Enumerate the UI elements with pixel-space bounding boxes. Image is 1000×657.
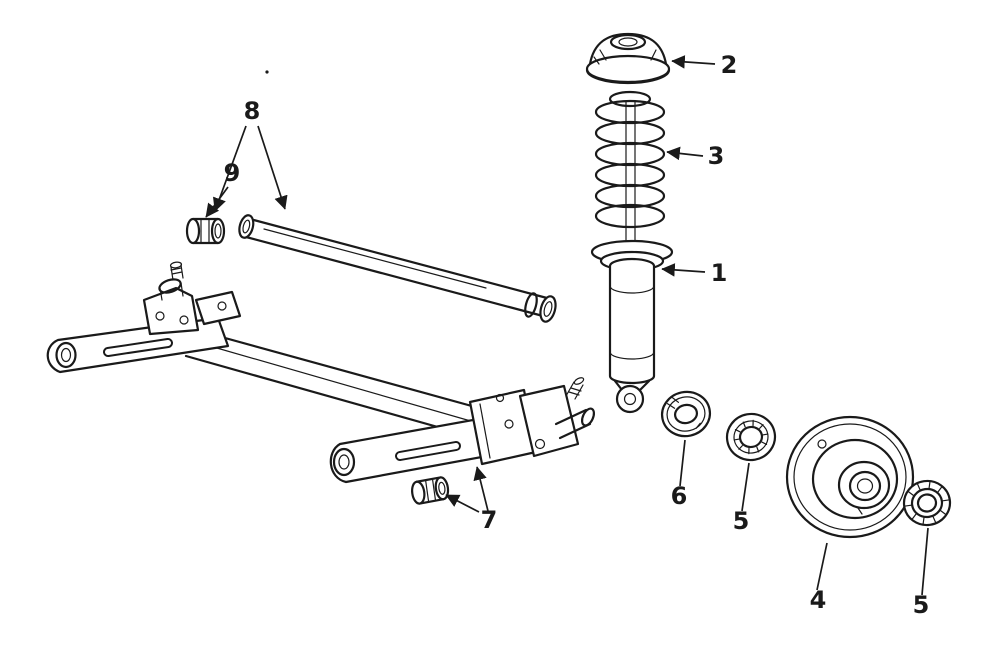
callout-9: 9	[224, 159, 241, 187]
speck-dot	[265, 70, 269, 74]
trailing-arm-bushing	[411, 476, 450, 505]
leader-7b	[473, 466, 489, 512]
leader-5-inner	[741, 462, 750, 512]
callout-3: 3	[708, 142, 725, 170]
callout-1: 1	[711, 259, 728, 287]
callout-4: 4	[810, 586, 827, 614]
lateral-rod-bushing	[185, 217, 226, 245]
strut-mount	[585, 32, 671, 85]
callout-5-inner: 5	[733, 507, 750, 535]
wheel-bearing-inner	[725, 412, 777, 462]
lateral-rod	[238, 214, 557, 323]
wheel-bearing-outer	[902, 479, 952, 527]
left-trailing-arm	[46, 316, 230, 374]
callout-labels: 1 2 3 4 5 5 6 7 8 9	[224, 51, 930, 619]
leader-2	[671, 55, 716, 69]
callout-8: 8	[244, 97, 261, 125]
callout-7: 7	[481, 506, 498, 534]
leader-1	[661, 263, 706, 277]
axle-assembly	[46, 261, 596, 505]
leader-5-outer	[921, 527, 929, 596]
callout-5-outer: 5	[913, 591, 930, 619]
leader-3	[666, 146, 704, 161]
shock-absorber-body	[590, 239, 674, 414]
leader-4	[816, 542, 828, 591]
leader-lines	[205, 55, 929, 596]
right-spindle-knuckle	[468, 377, 596, 466]
callout-6: 6	[671, 482, 688, 510]
shock-absorber	[625, 101, 636, 251]
grease-seal	[660, 390, 712, 438]
callout-2: 2	[721, 51, 738, 79]
coil-spring	[594, 90, 666, 229]
leader-6	[679, 439, 686, 487]
leader-7a	[445, 494, 480, 513]
leader-9	[205, 186, 229, 218]
brake-drum-hub	[785, 415, 915, 539]
left-spindle-knuckle	[142, 261, 242, 336]
leader-8b	[257, 125, 288, 210]
